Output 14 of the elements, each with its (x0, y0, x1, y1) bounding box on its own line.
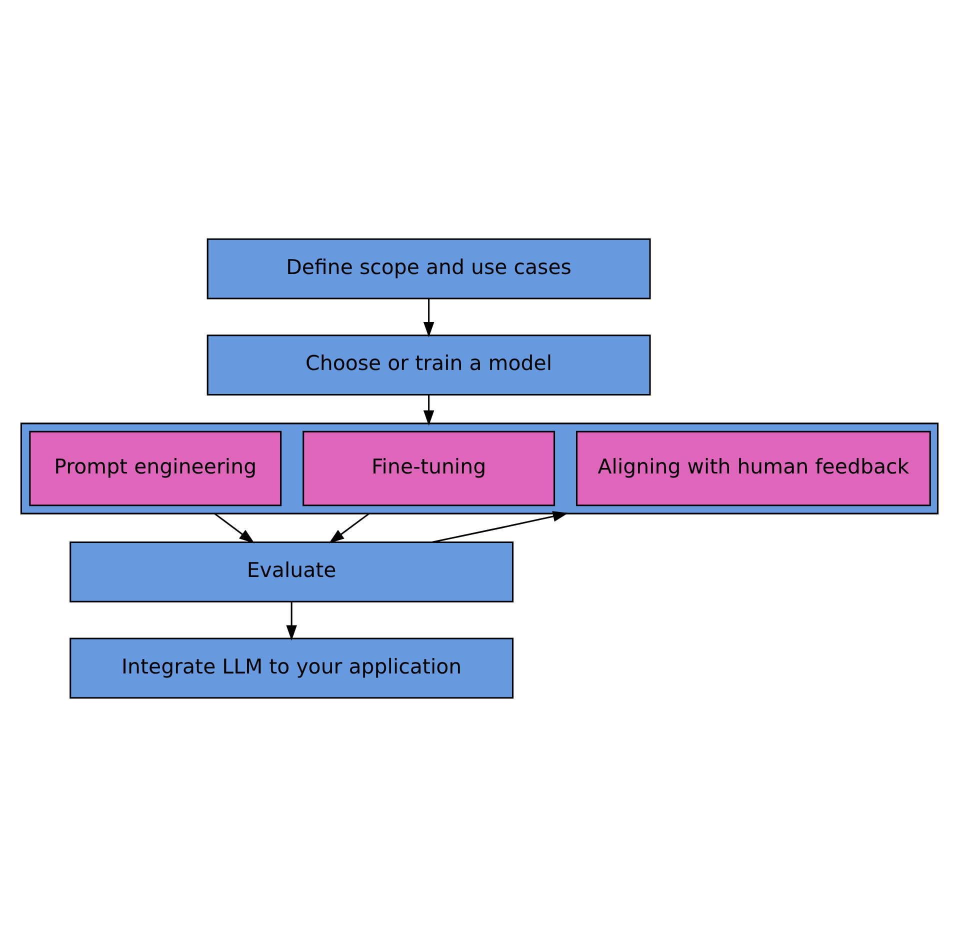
arrow (214, 512, 255, 543)
node-box: Aligning with human feedback (576, 430, 931, 506)
node-box: Fine-tuning (302, 430, 556, 506)
arrow (328, 512, 370, 543)
node-box: Choose or train a model (206, 334, 651, 396)
arrow (432, 510, 568, 542)
cluster (20, 422, 939, 514)
arrow (423, 298, 434, 337)
node-box: Integrate LLM to your application (70, 637, 514, 698)
arrow (286, 601, 297, 640)
node-box: Define scope and use cases (206, 238, 651, 299)
arrow (423, 394, 434, 426)
node-box: Prompt engineering (29, 430, 282, 506)
node-box: Evaluate (70, 540, 514, 602)
